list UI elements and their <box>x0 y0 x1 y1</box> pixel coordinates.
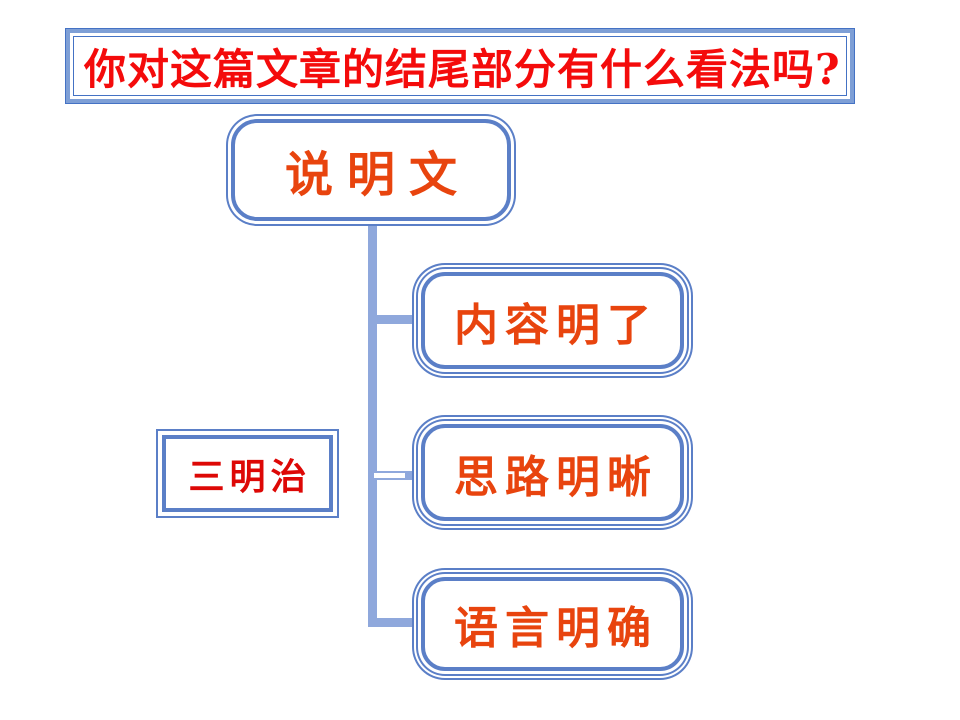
node-child-1-label: 内容明了 <box>454 299 658 351</box>
connector-branch-1 <box>374 315 416 324</box>
node-root-label: 说明文 <box>284 147 471 203</box>
title-box-inner: 你对这篇文章的结尾部分有什么看法吗? <box>73 36 847 96</box>
title-box-border-band: 你对这篇文章的结尾部分有什么看法吗? <box>66 29 854 103</box>
node-child-2: 思路明晰 <box>421 424 684 521</box>
connector-branch-2-cap <box>405 471 416 480</box>
node-child-3-label: 语言明确 <box>454 603 658 654</box>
node-side-label: 三明治 <box>162 435 333 512</box>
connector-trunk <box>368 224 377 627</box>
node-child-2-label: 思路明晰 <box>454 451 658 503</box>
node-child-1: 内容明了 <box>421 272 684 369</box>
slide-title: 你对这篇文章的结尾部分有什么看法吗? <box>84 44 841 94</box>
title-box: 你对这篇文章的结尾部分有什么看法吗? <box>65 28 855 104</box>
node-child-3: 语言明确 <box>421 577 684 671</box>
connector-branch-3 <box>374 618 416 627</box>
node-root: 说明文 <box>231 119 511 221</box>
node-side-label-text: 三明治 <box>188 455 312 498</box>
connector-branch-2 <box>374 471 416 480</box>
